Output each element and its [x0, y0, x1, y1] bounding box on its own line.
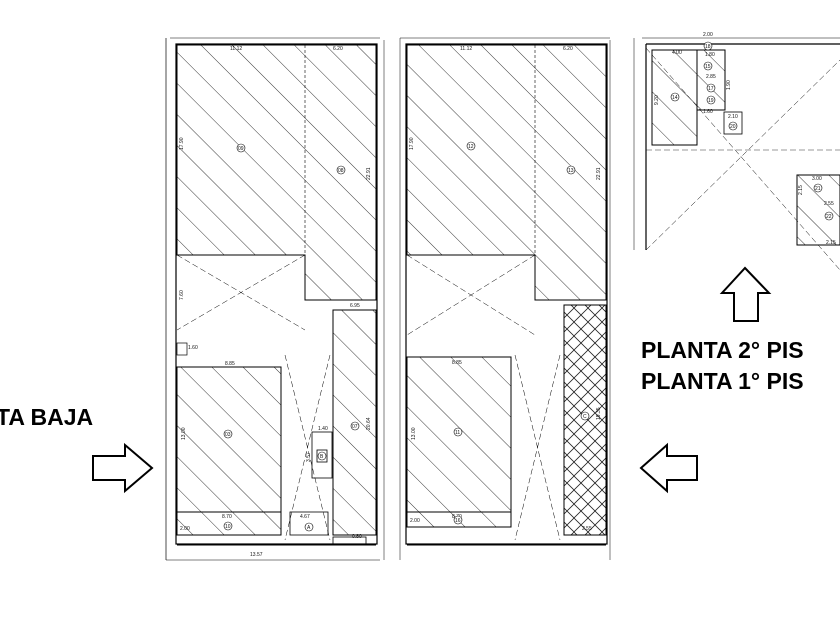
unit-09-area: [176, 44, 377, 301]
dim-8-85-first: 8.85: [452, 360, 462, 366]
dim-1-60-ground: 1.60: [188, 345, 198, 351]
ground-floor-lot-outline: [175, 43, 378, 545]
unit-16-label: 16: [455, 518, 461, 524]
dim-19-35-first: 19.35: [596, 407, 602, 420]
dim-2-15-second: 2.15: [798, 185, 804, 195]
unit-20-label: 20: [730, 124, 736, 130]
dim-13-00-first: 13.00: [411, 427, 417, 440]
dim-0-80-ground: 0.80: [352, 534, 362, 540]
arrow-left-first-floor: [639, 442, 698, 494]
dim-22-91-first: 22.91: [596, 167, 602, 180]
dim-1-60-second: 1.60: [703, 109, 713, 115]
dim-2-00-second: 2.00: [703, 32, 713, 38]
dim-4-67-ground: 4.67: [300, 514, 310, 520]
unit-21-label: 21: [815, 186, 821, 192]
dim-13-57-ground: 13.57: [250, 552, 263, 558]
arrow-up-second-floor: [719, 266, 772, 322]
arrow-right-ground-floor: [92, 442, 154, 494]
dim-2-10-second: 2.10: [728, 114, 738, 120]
dim-7-60-ground: 7.60: [179, 290, 185, 300]
unit-15-label: 15: [705, 64, 711, 70]
unit-12-label: 12: [468, 144, 474, 150]
dim-8-85-ground: 8.85: [225, 361, 235, 367]
dim-17-90-ground: 17.90: [179, 137, 185, 150]
dim-11-12-first: 11.12: [460, 46, 472, 52]
unit-14-label: 14: [672, 95, 678, 101]
dim-2-00-ground: 2.00: [180, 526, 190, 532]
dim-9-20-second: 9.20: [654, 95, 660, 105]
first-floor-plan: 11.12 6.20 17.90 22.91 8.85 13.00 19.35 …: [399, 37, 611, 560]
dim-22-91-ground: 22.91: [366, 167, 372, 180]
unit-10-label: 10: [225, 524, 231, 530]
second-floor-plan: 2.00 4.00 1.80 2.85 1.90 9.20 1.60 2.10 …: [633, 32, 840, 271]
unit-03-area: [176, 366, 282, 513]
unit-08-label: 08: [338, 168, 344, 174]
unit-12-area: [406, 44, 607, 301]
unit-a-label: A: [307, 525, 311, 531]
unit-19-label: 19: [708, 98, 714, 104]
dim-8-70-ground: 8.70: [222, 514, 232, 520]
unit-13-label: 13: [568, 168, 574, 174]
dim-3-57-ground: 3.57: [306, 452, 312, 462]
unit-c-label: C: [583, 414, 587, 420]
dim-1-90-second: 1.90: [726, 80, 732, 90]
first-floor-label: PLANTA 1° PIS: [641, 368, 804, 394]
dim-2-55-second: 2.55: [824, 201, 834, 207]
dim-2-85-second: 2.85: [706, 74, 716, 80]
second-floor-label: PLANTA 2° PIS: [641, 337, 804, 363]
dim-13-00-ground: 13.00: [181, 427, 187, 440]
unit-11-label: 11: [455, 430, 460, 436]
unit-07-label: 07: [352, 424, 358, 430]
unit-b-label: B: [320, 454, 324, 460]
dim-6-20-first: 6.20: [563, 46, 573, 52]
dim-1-40-ground: 1.40: [318, 426, 328, 432]
dim-2-00-first: 2.00: [410, 518, 420, 524]
dim-20-64-ground: 20.64: [366, 417, 372, 430]
dim-6-95-ground: 6.95: [350, 303, 360, 309]
unit-09-label: 09: [238, 146, 244, 152]
first-floor-lot-outline: [405, 43, 608, 545]
dim-2-15b-second: 2.15: [826, 240, 836, 246]
unit-17-label: 17: [708, 86, 714, 92]
dim-4-00-second: 4.00: [672, 50, 682, 56]
dim-11-12-ground: 11.12: [230, 46, 242, 52]
unit-22-label: 22: [826, 214, 832, 220]
dim-6-20-ground: 6.20: [333, 46, 343, 52]
unit-07-area: [332, 309, 377, 536]
unit-18-label: 18: [705, 44, 711, 50]
dim-2-55-first: 2.55: [582, 526, 592, 532]
dim-17-90-first: 17.90: [409, 137, 415, 150]
dim-1-80-second: 1.80: [705, 52, 715, 58]
unit-03-label: 03: [225, 432, 231, 438]
ground-floor-plan: 11.12 6.20 17.90 22.91 7.60 6.95 1.60 8.…: [165, 37, 385, 561]
dim-3-00-second: 3.00: [812, 176, 822, 182]
ground-floor-label: TA BAJA: [0, 404, 94, 430]
